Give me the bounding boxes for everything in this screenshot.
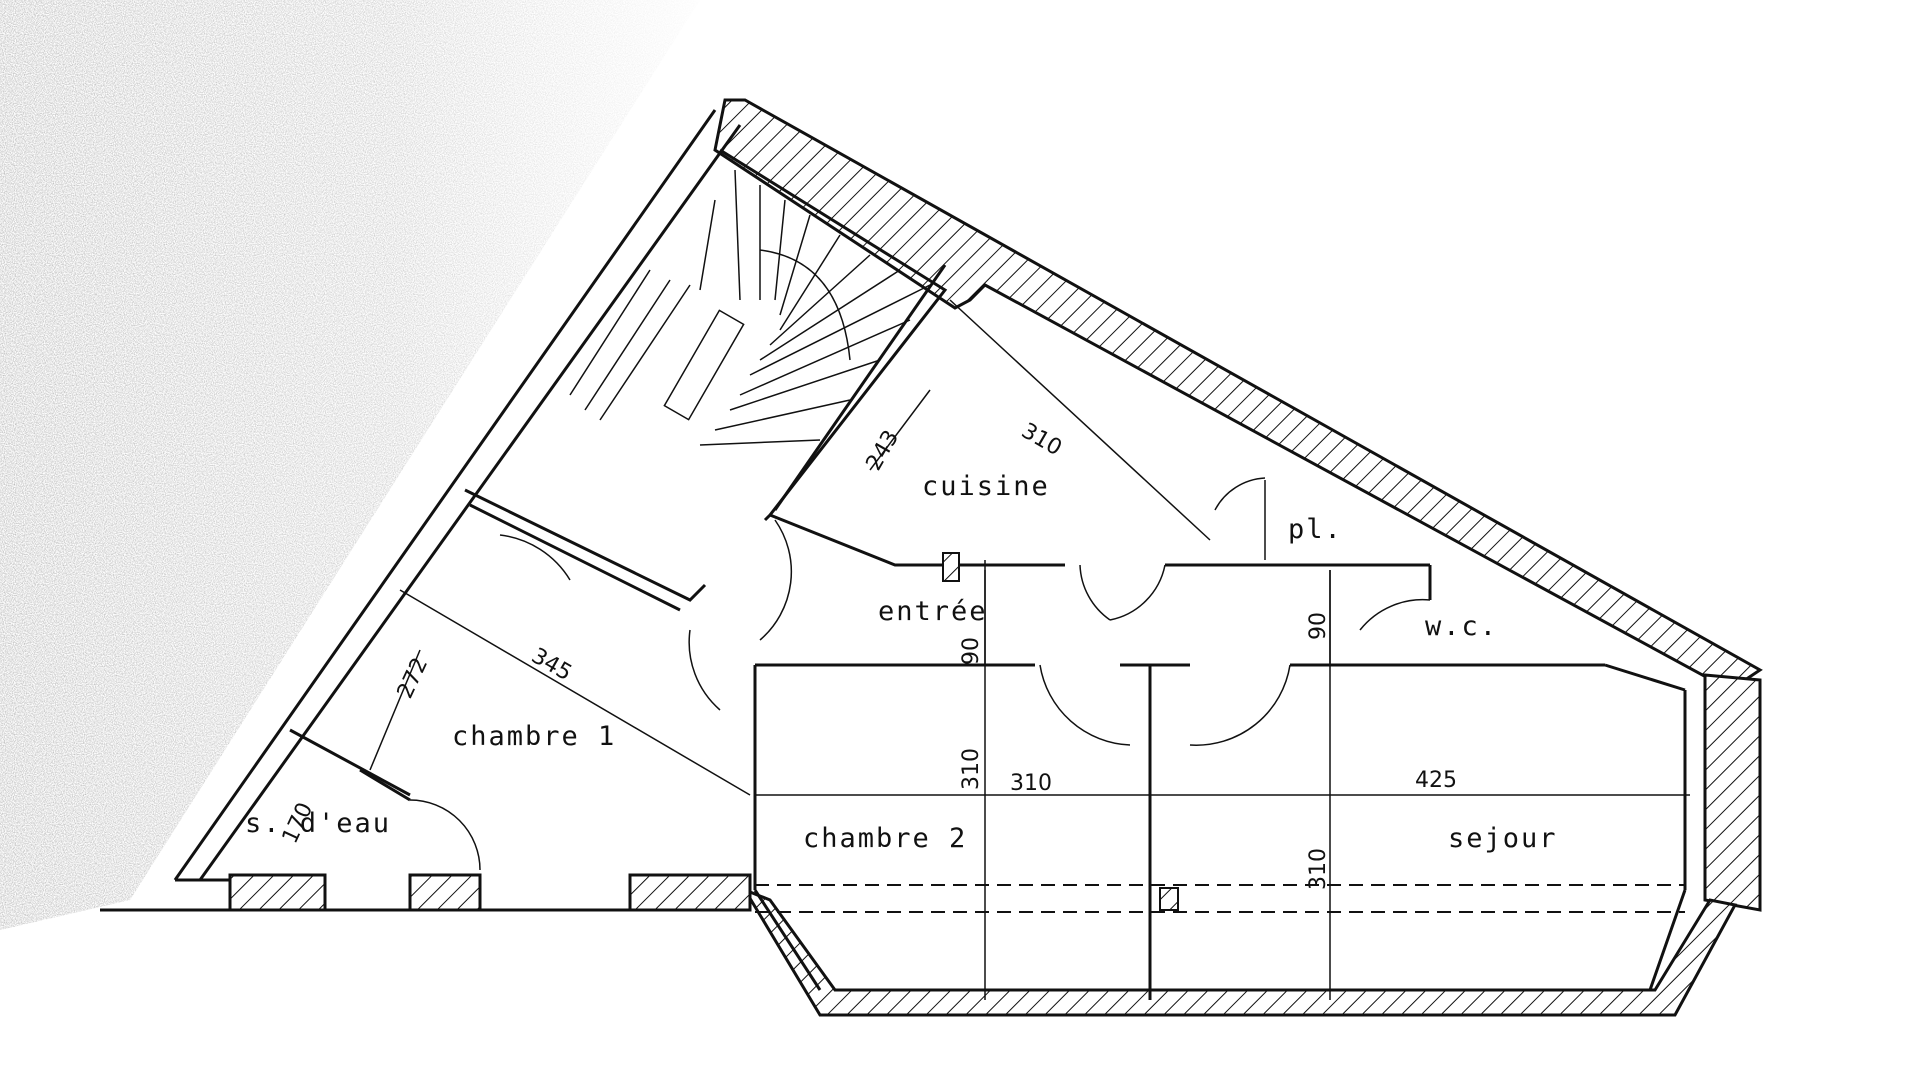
room-label-pl: pl.: [1288, 514, 1343, 545]
dimension-lines: [369, 299, 1690, 1000]
dim-sejour-height: 310: [1306, 848, 1331, 890]
room-label-entree: entrée: [878, 596, 988, 627]
left-diagonal-wall: [100, 109, 750, 912]
room-label-chambre2: chambre 2: [803, 823, 967, 854]
column-marker: [1159, 887, 1179, 911]
column-marker: [942, 552, 960, 582]
door-swings: [409, 477, 1431, 871]
room-label-wc: w.c.: [1425, 611, 1498, 642]
room-label-chambre1: chambre 1: [452, 721, 616, 752]
room-label-cuisine: cuisine: [922, 471, 1050, 502]
dim-chambre2-height: 310: [959, 748, 984, 790]
dim-entree-left: 90: [959, 637, 984, 665]
outer-walls: [228, 98, 1763, 1017]
interior-walls: [289, 148, 1687, 1000]
staircase: [569, 169, 931, 446]
dim-chambre2-width: 310: [1010, 771, 1052, 796]
scan-noise-area: [0, 0, 720, 1080]
dim-sejour-width: 425: [1415, 768, 1457, 793]
room-label-sdeau: s. d'eau: [245, 808, 391, 839]
room-label-sejour: sejour: [1448, 823, 1558, 854]
dim-cuisine-width: 310: [1017, 419, 1066, 462]
dim-entree-right: 90: [1306, 612, 1331, 640]
